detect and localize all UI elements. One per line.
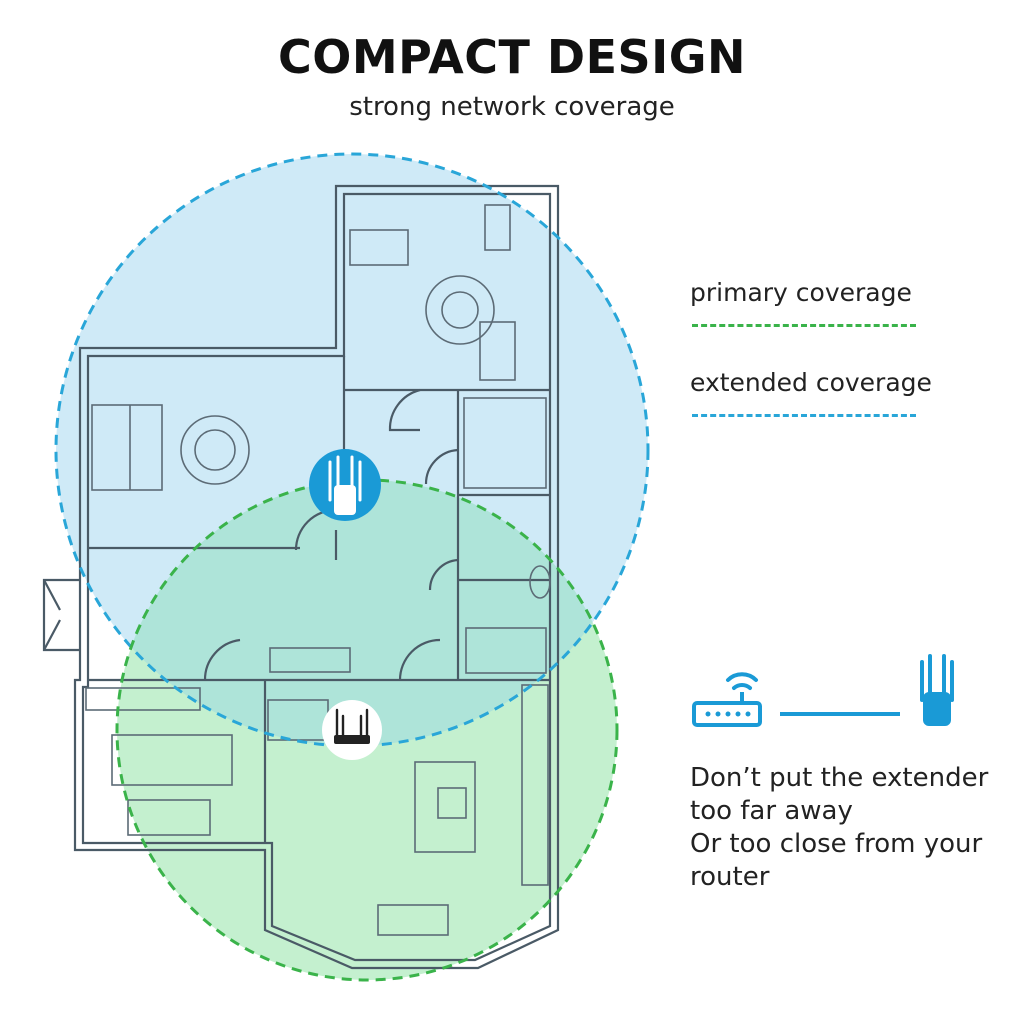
advice-line: router <box>690 862 770 892</box>
floorplan-furniture <box>85 204 551 936</box>
extender-badge <box>309 449 381 521</box>
page-subtitle: strong network coverage <box>349 92 675 122</box>
legend-extended-label: extended coverage <box>690 368 932 397</box>
advice-line: Don’t put the extender <box>690 763 989 793</box>
router-badge <box>322 700 382 760</box>
advice-line: too far away <box>690 796 853 826</box>
legend-primary-line <box>692 324 916 327</box>
placement-advice: Don’t put the extender too far away Or t… <box>690 762 1010 894</box>
legend-extended-line <box>692 414 916 417</box>
page-title: COMPACT DESIGN <box>278 30 746 84</box>
legend-primary-label: primary coverage <box>690 278 912 307</box>
advice-line: Or too close from your <box>690 829 983 859</box>
